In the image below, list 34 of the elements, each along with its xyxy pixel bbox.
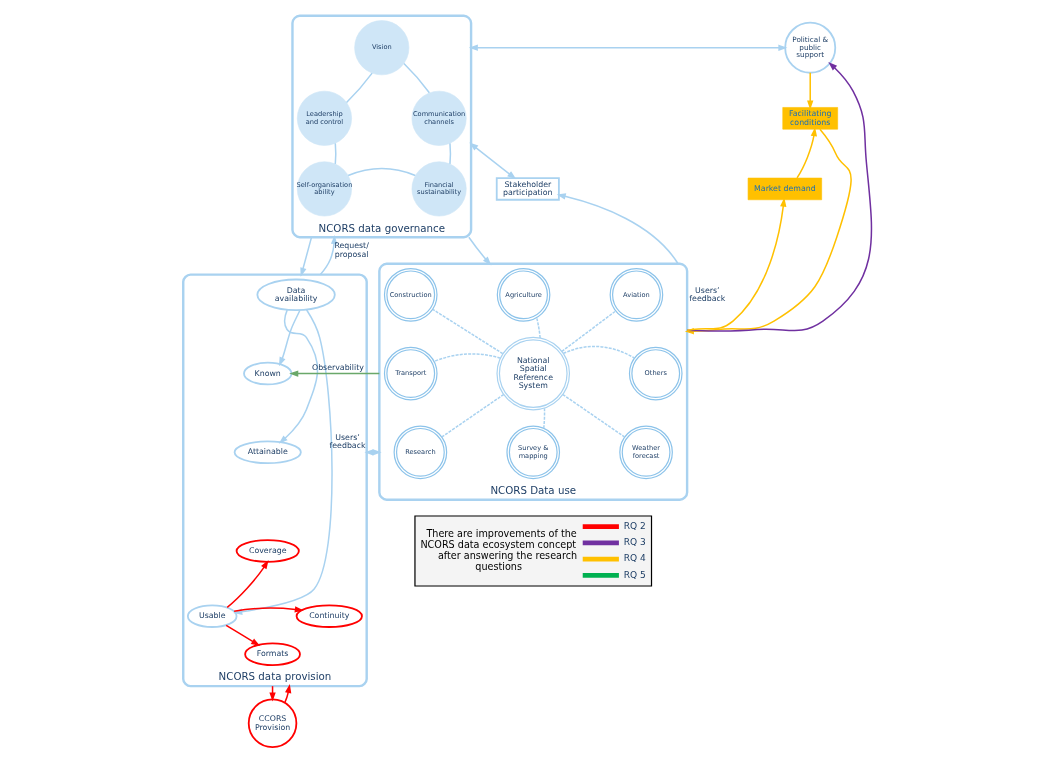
arrow <box>467 236 491 266</box>
connector <box>448 142 451 165</box>
connector <box>346 167 416 177</box>
connector <box>561 393 625 438</box>
arrow <box>795 127 817 179</box>
arrow <box>224 624 260 646</box>
arrow <box>468 142 516 180</box>
arrow <box>685 197 786 332</box>
connector <box>334 142 336 165</box>
legend-label: RQ 2 <box>623 520 646 531</box>
connector <box>440 393 504 438</box>
connector <box>432 353 501 363</box>
legend-label: RQ 3 <box>623 536 646 547</box>
arrow <box>556 193 679 265</box>
connector <box>562 345 635 359</box>
arrow <box>318 234 337 276</box>
connector <box>402 62 430 94</box>
arrow <box>283 683 291 704</box>
connector <box>345 72 373 104</box>
arrow <box>278 309 301 367</box>
arrow <box>278 309 318 444</box>
connector <box>560 310 616 353</box>
legend-label: RQ 4 <box>623 553 646 564</box>
arrow <box>225 559 269 609</box>
legend-label: RQ 5 <box>623 569 646 580</box>
arrow <box>806 72 813 110</box>
connector <box>535 316 541 339</box>
label: There are improvements of the NCORS data ecosystem concept after answering the research questions <box>419 527 577 572</box>
arrow <box>468 44 787 51</box>
connector <box>431 308 503 355</box>
arrow <box>288 370 380 377</box>
arrow <box>299 236 312 277</box>
connector <box>542 407 545 429</box>
arrow <box>685 61 872 332</box>
